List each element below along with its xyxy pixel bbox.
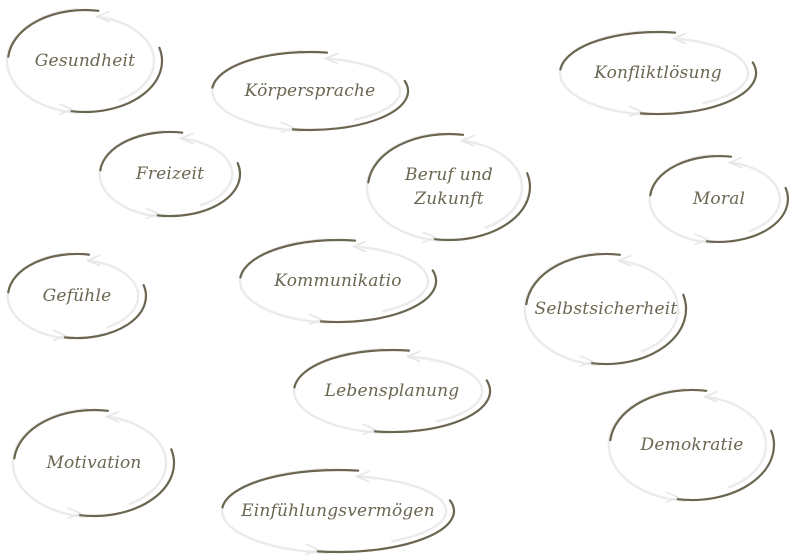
topic-label: Selbstsicherheit [534, 299, 678, 319]
topic-kommunikation: Kommunikatio [236, 236, 440, 326]
topic-moral: Moral [646, 152, 792, 246]
topic-label: Motivation [46, 453, 142, 473]
ellipse-arrow-icon [211, 50, 410, 134]
topic-label: Gesundheit [34, 51, 136, 71]
ellipse-arrow-icon [558, 30, 758, 118]
topic-freizeit: Freizeit [96, 128, 244, 220]
ellipse-arrow-icon [6, 252, 148, 342]
topic-label: Freizeit [135, 164, 205, 184]
topic-koerpersprache: Körpersprache [208, 48, 412, 134]
ellipse-arrow-icon [11, 408, 176, 520]
ellipse-arrow-icon [607, 388, 776, 503]
topic-gesundheit: Gesundheit [4, 6, 166, 116]
ellipse-arrow-icon [648, 154, 789, 246]
topic-label: Beruf und Zukunft [405, 165, 493, 209]
ellipse-arrow-icon [523, 252, 688, 367]
ellipse-arrow-icon [221, 468, 456, 556]
topic-selbstsicherheit: Selbstsicherheit [522, 250, 690, 368]
topic-motivation: Motivation [10, 406, 178, 520]
topic-lebensplanung: Lebensplanung [290, 346, 494, 436]
topic-label: Körpersprache [244, 81, 376, 101]
ellipse-arrow-icon [238, 238, 438, 326]
topic-label: Einfühlungsvermögen [241, 501, 435, 521]
topic-label: Lebensplanung [324, 381, 460, 401]
topic-label: Konfliktlösung [594, 63, 722, 83]
ellipse-arrow-icon [292, 348, 492, 436]
topic-demokratie: Demokratie [606, 386, 778, 504]
ellipse-arrow-icon [98, 130, 242, 220]
topic-einfuehlungsvermoegen: Einfühlungsvermögen [218, 466, 458, 556]
topic-label: Moral [692, 189, 746, 209]
topic-label: Kommunikatio [274, 271, 402, 291]
topic-label: Demokratie [640, 435, 744, 455]
topic-gefuehle: Gefühle [4, 250, 150, 342]
ellipse-arrow-icon [5, 7, 164, 116]
topic-label: Gefühle [42, 286, 112, 306]
topic-konfliktloesung: Konfliktlösung [556, 28, 760, 118]
topic-beruf-und-zukunft: Beruf und Zukunft [364, 130, 534, 244]
ellipse-arrow-icon [365, 132, 532, 244]
